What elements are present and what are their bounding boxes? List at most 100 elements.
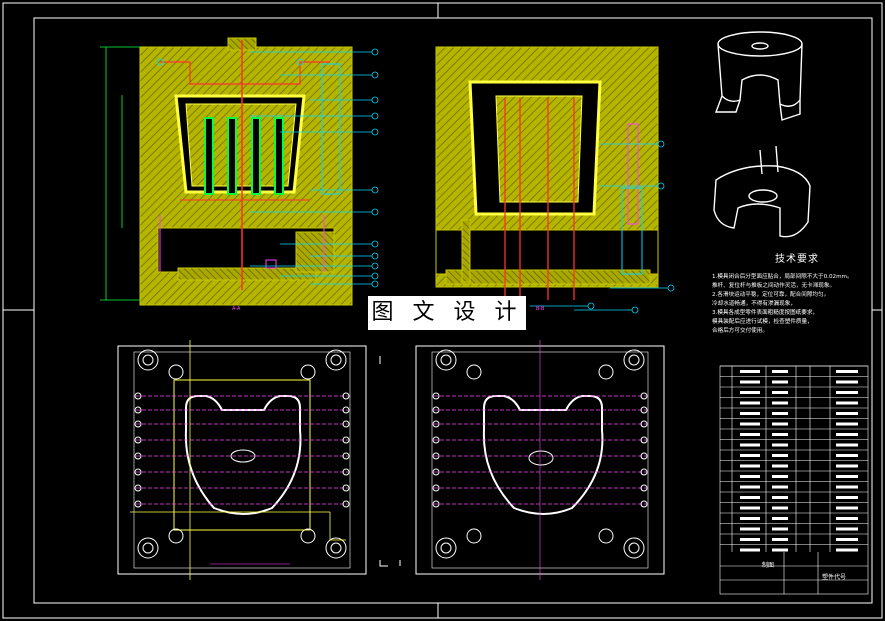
return-pin <box>300 528 316 544</box>
bom-text-stub <box>836 464 858 468</box>
bom-text-stub <box>836 454 858 457</box>
return-pin <box>168 364 184 380</box>
screw-hole <box>134 392 142 400</box>
bom-text-stub <box>836 527 858 531</box>
return-pin <box>168 528 184 544</box>
guide-pillar <box>137 349 159 371</box>
screw-hole <box>432 484 440 492</box>
part-isometric-bottom <box>713 145 811 238</box>
bom-text-stub <box>836 412 858 415</box>
return-pin <box>300 364 316 380</box>
part-balloon <box>371 71 379 79</box>
note-line: 模具装配后应进行试模，检查塑件质量， <box>712 319 813 325</box>
bom-text-stub <box>740 454 760 457</box>
bom-text-stub <box>836 422 858 426</box>
screw-hole <box>640 484 648 492</box>
part-balloon <box>371 128 379 136</box>
section-label-front: A-A <box>232 306 241 312</box>
part-balloon <box>156 58 164 66</box>
screw-hole <box>432 468 440 476</box>
screw-hole <box>640 420 648 428</box>
screw-hole <box>640 500 648 508</box>
bom-text-stub <box>740 412 760 415</box>
screw-hole <box>640 436 648 444</box>
note-line: 推杆、复位杆与推板之间动作灵活，无卡滞现象。 <box>712 283 836 289</box>
bom-table <box>719 365 869 595</box>
technical-requirements: 技术要求 1.模具闭合后分型面应贴合，局部间隙不大于0.02mm。 推杆、复位杆… <box>712 250 882 336</box>
guide-pillar-bore <box>142 354 154 366</box>
bom-text-stub <box>740 401 760 405</box>
part-balloon <box>587 302 595 310</box>
screw-hole <box>432 452 440 460</box>
bom-text-stub <box>836 538 858 541</box>
note-line: 冷却水道畅通，不得有渗漏现象， <box>712 301 796 307</box>
note-line: 2.各滑块运动平稳，定位可靠，配合间隙均匀。 <box>712 292 830 298</box>
part-balloon <box>371 208 379 216</box>
screw-hole <box>432 500 440 508</box>
bom-text-stub <box>772 454 788 457</box>
screw-hole <box>134 484 142 492</box>
screw-hole <box>640 392 648 400</box>
guide-pillar <box>325 537 347 559</box>
screw-hole <box>640 468 648 476</box>
bom-text-stub <box>772 538 788 541</box>
bom-text-stub <box>836 380 858 384</box>
screw-hole <box>432 406 440 414</box>
bom-text-stub <box>740 496 760 499</box>
screw-hole <box>134 420 142 428</box>
title-block-right: 塑件代号 <box>822 574 847 581</box>
bom-text-stub <box>772 433 788 436</box>
bom-text-stub <box>772 496 788 499</box>
bom-text-stub <box>772 548 788 552</box>
bom-text-stub <box>740 485 760 489</box>
bom-text-stub <box>772 391 788 394</box>
screw-hole <box>432 436 440 444</box>
screw-hole <box>342 468 350 476</box>
guide-pillar <box>435 349 457 371</box>
part-balloon <box>657 182 665 190</box>
bom-text-stub <box>836 370 858 373</box>
part-balloon <box>371 48 379 56</box>
screw-hole <box>432 392 440 400</box>
guide-pillar-bore <box>440 542 452 554</box>
return-pin <box>598 528 614 544</box>
bom-text-stub <box>836 475 858 478</box>
screw-hole <box>342 406 350 414</box>
part-balloon <box>296 58 304 66</box>
bom-frame <box>719 365 869 595</box>
note-line: 3.模具各成型零件表面粗糙度按图纸要求， <box>712 310 819 316</box>
screw-hole <box>342 500 350 508</box>
part-balloon <box>371 96 379 104</box>
part-isometric-top <box>714 31 803 121</box>
part-balloon <box>371 240 379 248</box>
part-balloon <box>371 272 379 280</box>
plan-view-fixed <box>117 340 367 580</box>
side-section-view <box>435 46 675 314</box>
screw-hole <box>342 392 350 400</box>
guide-pillar <box>623 349 645 371</box>
part-balloon <box>667 284 675 292</box>
guide-pillar-bore <box>628 542 640 554</box>
bom-text-stub <box>836 401 858 405</box>
bom-text-stub <box>836 485 858 489</box>
screw-hole <box>342 436 350 444</box>
bom-text-stub <box>772 412 788 415</box>
bom-text-stub <box>836 506 858 510</box>
screw-hole <box>640 406 648 414</box>
screw-hole <box>134 436 142 444</box>
plan-view-moving <box>379 340 665 580</box>
guide-pillar-bore <box>330 542 342 554</box>
screw-hole <box>342 484 350 492</box>
title-block-left: 制图 <box>762 562 775 569</box>
guide-pillar-bore <box>330 354 342 366</box>
bom-text-stub <box>772 517 788 520</box>
notes-title: 技术要求 <box>775 254 819 265</box>
guide-pillar-bore <box>142 542 154 554</box>
section-label-side: B-B <box>536 306 545 312</box>
screw-hole <box>432 420 440 428</box>
part-balloon <box>371 252 379 260</box>
bom-text-stub <box>740 391 760 394</box>
bom-text-stub <box>836 517 858 520</box>
bom-text-stub <box>772 380 788 384</box>
